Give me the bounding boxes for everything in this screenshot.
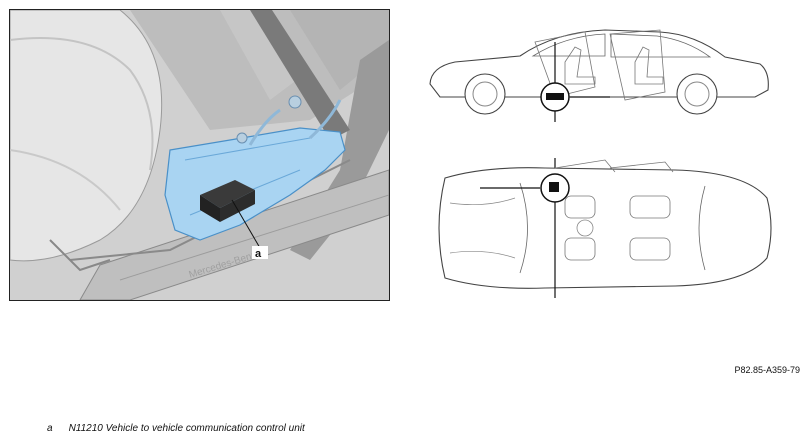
vehicle-side-view: [425, 22, 775, 122]
legend-key: a: [47, 423, 53, 434]
top-view-drawing: [438, 158, 772, 298]
footwell-drawing: Mercedes-Benz a: [10, 10, 389, 300]
vehicle-top-view: [425, 158, 775, 298]
figure-id: P82.85-A359-79: [734, 365, 800, 375]
legend-row: a N11210 Vehicle to vehicle communicatio…: [47, 423, 305, 434]
legend-text: N11210 Vehicle to vehicle communication …: [68, 423, 305, 434]
control-unit-module: [200, 180, 255, 222]
side-view-drawing: [429, 29, 769, 122]
module-marker-side: [546, 93, 564, 100]
installation-illustration: Mercedes-Benz a: [9, 9, 390, 301]
module-marker-top: [549, 182, 559, 192]
callout-label: a: [255, 248, 262, 260]
